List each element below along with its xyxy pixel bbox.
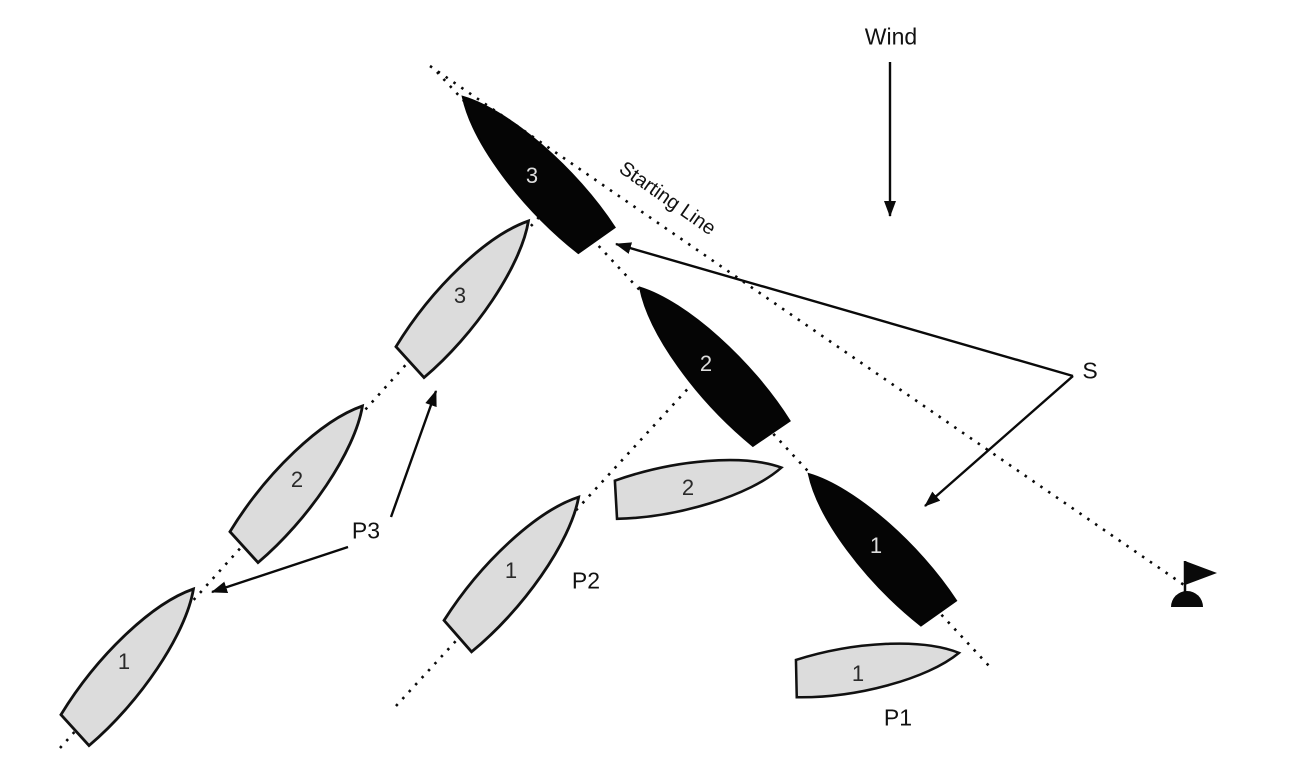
p2-label: P2 [571, 567, 601, 594]
boat-s-1-number: 1 [869, 533, 883, 558]
boat-s-3-number: 3 [525, 163, 539, 188]
s-callout-arrow-lower [924, 375, 1074, 507]
p3-callout-arrow-upper [389, 390, 438, 518]
flag-icon [1185, 561, 1217, 585]
boat-p3-position-1 [52, 571, 215, 751]
p3-label: P3 [351, 517, 381, 544]
p1-label: P1 [883, 704, 913, 731]
boat-p2-position-2 [607, 443, 788, 525]
boat-p1-1-number: 1 [851, 661, 865, 686]
boat-p2-1-number: 1 [504, 558, 518, 583]
boat-p3-2-number: 2 [290, 467, 304, 492]
wind-label: Wind [864, 23, 918, 50]
boat-p1-position-1 [789, 629, 964, 703]
boat-s-2-number: 2 [699, 351, 713, 376]
start-mark [1171, 561, 1217, 607]
p3-callout-arrow-lower [211, 545, 349, 594]
mark-buoy-dome [1171, 591, 1203, 607]
boat-p3-3-number: 3 [453, 283, 467, 308]
boat-p2-2-number: 2 [681, 475, 695, 500]
starting-line-dashed [429, 64, 1185, 587]
s-label: S [1082, 357, 1098, 384]
boat-p3-position-3 [387, 203, 550, 383]
s-callout-arrow-upper [615, 242, 1074, 378]
boat-p3-1-number: 1 [117, 649, 131, 674]
